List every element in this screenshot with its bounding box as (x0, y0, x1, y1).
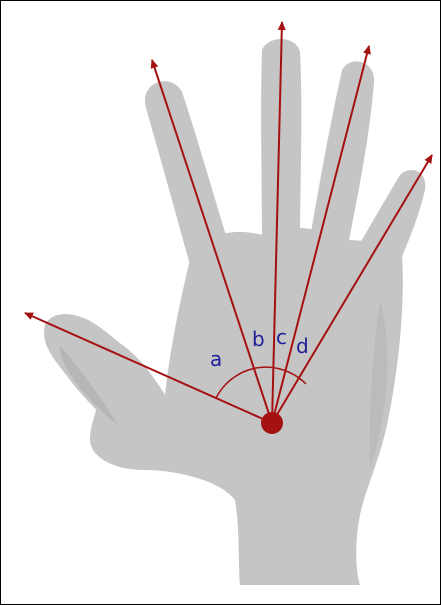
angle-label-b: b (252, 327, 265, 351)
angle-label-c: c (276, 325, 287, 349)
angle-label-d: d (296, 334, 309, 358)
angle-label-a: a (210, 347, 222, 371)
palm-center-point (261, 412, 283, 434)
